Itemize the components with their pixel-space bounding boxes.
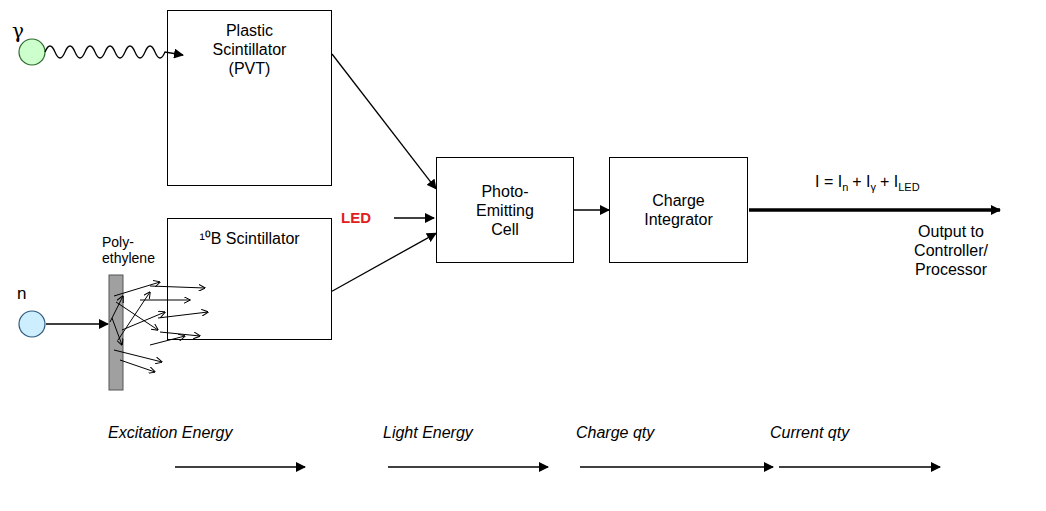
scatter-arrows [110,282,208,372]
subscript: γ [870,181,876,193]
gamma-wave [45,46,183,58]
led-arrow [394,217,434,218]
label-text: Current qty [770,423,890,442]
process-box: Plastic Scintillator (PVT) [167,10,332,186]
label-text: γ [12,22,32,41]
polyethylene-slab [109,275,123,390]
gamma-particle [19,39,45,65]
energy-arrows [175,466,940,467]
neutron-particle [19,311,45,337]
process-box: ¹⁰B Scintillator [167,218,332,340]
subscript: LED [898,181,919,193]
process-box: Photo-Emitting Cell [436,157,574,263]
neutron-arrow [46,323,108,324]
label-text: Poly- ethylene [102,234,168,266]
current-formula: I = In+ Iγ+ ILED [815,172,920,197]
process-box: Charge Integrator [609,157,748,263]
label-text: Light Energy [383,423,513,442]
label-text: n [17,284,37,303]
connector-arrow [574,209,609,210]
formula-part: I = I [815,173,842,190]
formula-part: + I [852,173,870,190]
label-text: LED [341,208,393,227]
subscript: n [842,181,848,193]
label-text: Charge qty [576,423,686,442]
box-text: ¹⁰B Scintillator [199,229,299,248]
formula-part: + I [880,173,898,190]
label-text: Output to Controller/ Processor [896,222,1006,279]
label-text: Excitation Energy [108,423,268,442]
box-text: Photo-Emitting Cell [463,182,547,239]
output-arrow [749,208,1000,212]
box-text: Plastic Scintillator (PVT) [190,21,310,78]
box-text: Charge Integrator [627,191,731,229]
connector-arrow [332,233,436,291]
connector-arrow [332,54,436,189]
